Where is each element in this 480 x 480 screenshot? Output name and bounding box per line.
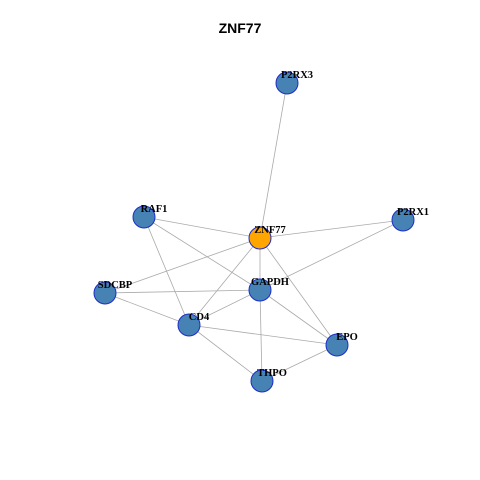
node-label: EPO bbox=[336, 332, 358, 343]
node-raf1[interactable]: RAF1 bbox=[132, 204, 168, 229]
node-circle[interactable] bbox=[391, 208, 415, 232]
node-znf77[interactable]: ZNF77 bbox=[248, 225, 286, 250]
node-circle[interactable] bbox=[248, 226, 272, 250]
edge-znf77-cd4 bbox=[188, 237, 261, 326]
edge-znf77-p2rx1 bbox=[259, 219, 404, 239]
node-label: SDCBP bbox=[98, 280, 133, 291]
node-label: P2RX3 bbox=[281, 70, 313, 81]
node-label: RAF1 bbox=[141, 204, 168, 215]
edge-p2rx3-znf77 bbox=[259, 82, 288, 239]
edge-cd4-thpo bbox=[188, 324, 263, 382]
node-p2rx1[interactable]: P2RX1 bbox=[391, 207, 429, 232]
edge-p2rx1-gapdh bbox=[259, 219, 404, 291]
node-label: GAPDH bbox=[251, 277, 289, 288]
edge-raf1-gapdh bbox=[143, 216, 261, 291]
node-label: CD4 bbox=[189, 312, 210, 323]
edge-layer bbox=[104, 82, 404, 382]
edge-gapdh-cd4 bbox=[188, 289, 261, 326]
node-label: P2RX1 bbox=[397, 207, 429, 218]
edge-znf77-sdcbp bbox=[104, 237, 261, 294]
node-circle[interactable] bbox=[248, 278, 272, 302]
node-gapdh[interactable]: GAPDH bbox=[248, 277, 289, 302]
node-label: ZNF77 bbox=[254, 225, 286, 236]
edge-sdcbp-cd4 bbox=[104, 292, 190, 326]
edge-epo-thpo bbox=[261, 344, 338, 382]
edge-raf1-znf77 bbox=[143, 216, 261, 239]
edge-gapdh-epo bbox=[259, 289, 338, 346]
node-epo[interactable]: EPO bbox=[325, 332, 358, 357]
graph-title: ZNF77 bbox=[218, 20, 262, 36]
edge-cd4-epo bbox=[188, 324, 338, 346]
node-circle[interactable] bbox=[275, 71, 299, 95]
node-circle[interactable] bbox=[93, 281, 117, 305]
node-circle[interactable] bbox=[132, 205, 156, 229]
node-p2rx3[interactable]: P2RX3 bbox=[275, 70, 313, 95]
node-cd4[interactable]: CD4 bbox=[177, 312, 210, 337]
edge-sdcbp-gapdh bbox=[104, 289, 261, 294]
node-circle[interactable] bbox=[325, 333, 349, 357]
edge-znf77-epo bbox=[259, 237, 338, 346]
node-circle[interactable] bbox=[250, 369, 274, 393]
edge-gapdh-thpo bbox=[259, 289, 263, 382]
node-label: THPO bbox=[257, 368, 287, 379]
node-sdcbp[interactable]: SDCBP bbox=[93, 280, 133, 305]
node-circle[interactable] bbox=[177, 313, 201, 337]
node-thpo[interactable]: THPO bbox=[250, 368, 287, 393]
